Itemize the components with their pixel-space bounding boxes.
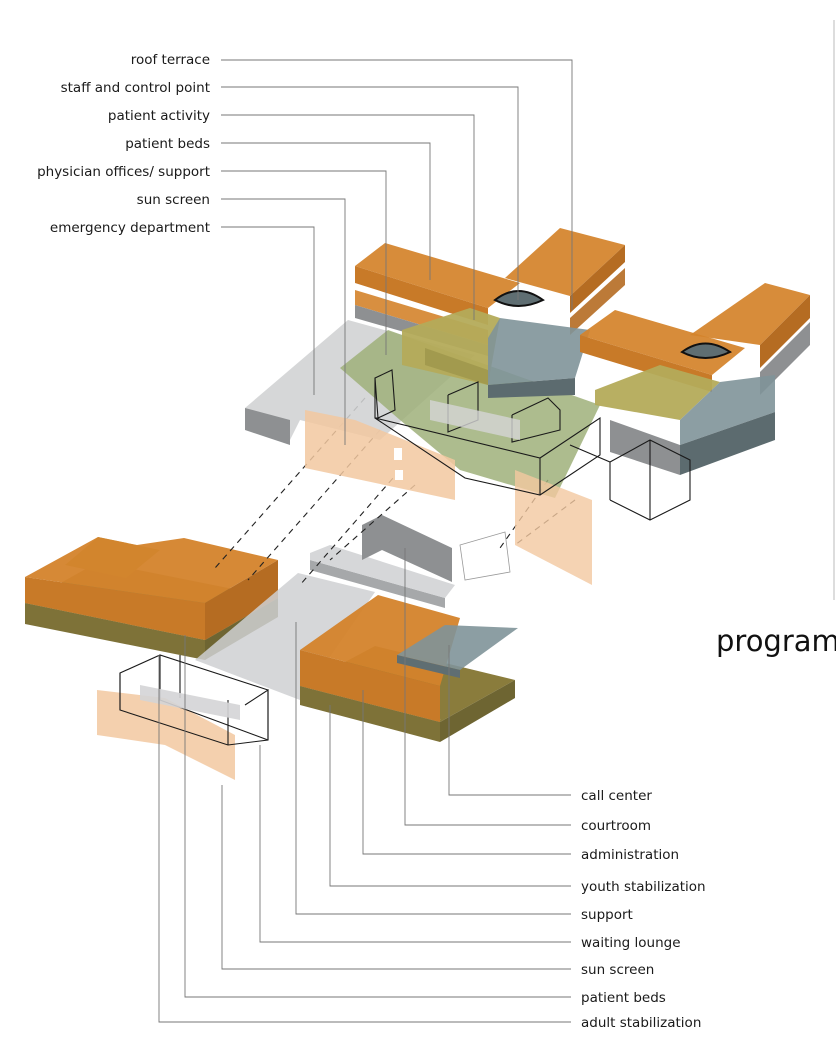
label-physician-offices: physician offices/ support [37,164,210,180]
upper-emergency-gray-front [245,408,290,445]
lower-building [24,515,518,780]
leader-lines-lower [158,548,571,1023]
lower-courtroom-wall [362,515,452,582]
upper-roof-terrace-left [493,290,545,307]
label-adult-stabilization: adult stabilization [581,1015,701,1031]
label-support: support [581,907,633,923]
upper-staff-control-right [680,375,775,445]
lower-orange-beds-front [25,577,205,640]
lower-sun-screen [97,690,235,780]
upper-orange-bar-right [505,228,625,296]
upper-staff-control [488,318,590,385]
lower-right-base-end [440,680,515,742]
upper-label-group: roof terrace staff and control point pat… [37,52,210,236]
label-youth-stabilization: youth stabilization [581,879,706,895]
lower-white-box [459,531,511,581]
label-sun-screen-upper: sun screen [137,192,210,208]
upper-sun-screen-right [515,470,592,585]
lower-call-center [397,625,518,670]
upper-orange-far-right [690,283,810,345]
lower-call-center-front [397,655,460,678]
lower-corridor-top [310,545,455,598]
lower-orange-beds-end [205,560,278,640]
label-courtroom: courtroom [581,818,651,834]
lower-waiting-wireframe [119,654,269,746]
label-patient-beds-upper: patient beds [125,136,210,152]
upper-orange-bar-left [355,243,520,308]
label-sun-screen-lower: sun screen [581,962,654,978]
upper-roof-terrace-right [680,342,733,359]
lower-circulation-gray [195,573,375,700]
label-emergency-department: emergency department [50,220,210,236]
label-patient-activity: patient activity [108,108,210,124]
upper-patient-activity-right [595,365,720,420]
upper-sun-screen-left [305,410,455,500]
label-call-center: call center [581,788,652,804]
lower-corridor-slab [310,560,445,608]
label-roof-terrace: roof terrace [131,52,210,68]
upper-wireframes [374,369,691,521]
label-waiting-lounge: waiting lounge [581,935,681,951]
lower-orange-beds [25,537,278,603]
leader-lines-upper [221,59,573,445]
upper-building [245,228,810,585]
lower-left-wing-base-side [25,603,205,660]
diagram-title: program [716,624,836,658]
label-patient-beds-lower: patient beds [581,990,666,1006]
label-staff-control-point: staff and control point [61,80,210,96]
label-administration: administration [581,847,679,863]
lower-label-group: call center courtroom administration you… [581,788,706,1031]
